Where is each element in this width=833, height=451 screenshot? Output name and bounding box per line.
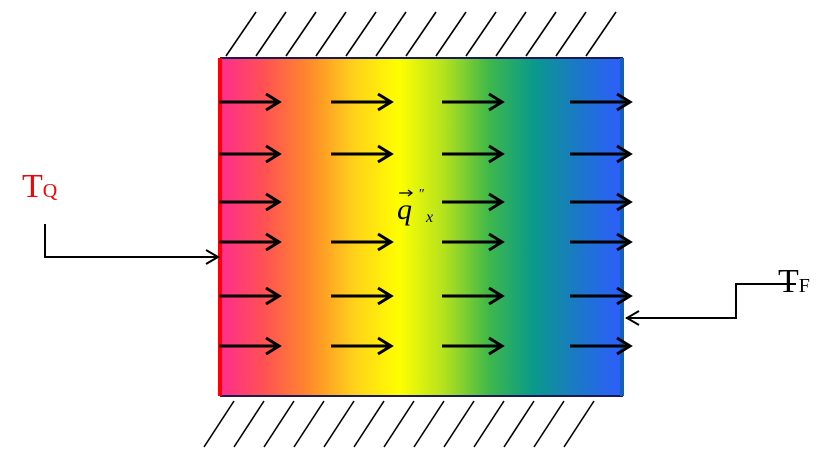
flux-prime: " (418, 187, 424, 202)
flux-arrow-head (377, 286, 394, 306)
vector-arrowhead-icon (407, 189, 414, 197)
flux-arrow-icon (331, 92, 394, 112)
flux-arrow-icon (442, 286, 505, 306)
flux-arrow-icon (442, 232, 505, 252)
flux-arrow-icon (570, 92, 633, 112)
hot-temperature-symbol: T (22, 168, 43, 205)
flux-arrow-icon (219, 336, 282, 356)
flux-arrow-head (488, 192, 505, 212)
flux-arrow-icon (331, 286, 394, 306)
hatch-line (255, 11, 287, 57)
flux-arrow-icon (570, 336, 633, 356)
hatch-line (293, 400, 325, 448)
flux-arrow-icon (442, 144, 505, 164)
flux-arrow-head (616, 92, 633, 112)
heat-flux-label: q " x (397, 187, 433, 226)
conducting-slab (220, 58, 623, 396)
flux-arrow-icon (570, 192, 633, 212)
hatch-line (405, 11, 437, 57)
flux-arrow-icon (219, 92, 282, 112)
hatch-line (413, 400, 445, 448)
hatch-line (495, 11, 527, 57)
top-fixed-support (225, 11, 617, 57)
hatch-line (585, 11, 617, 57)
hatch-line (285, 11, 317, 57)
hot-temperature-subscript: Q (43, 180, 58, 202)
cold-side-leader (626, 283, 796, 319)
flux-arrow-icon (442, 192, 505, 212)
flux-arrow-icon (442, 92, 505, 112)
hatch-line (323, 400, 355, 448)
bottom-fixed-support (203, 400, 595, 448)
hatch-line (375, 11, 407, 57)
hatch-line (353, 400, 385, 448)
flux-arrow-head (616, 286, 633, 306)
hot-temperature-label: TQ (22, 168, 58, 205)
flux-arrow-head (377, 232, 394, 252)
hatch-line (233, 400, 265, 448)
hatch-line (435, 11, 467, 57)
cold-temperature-subscript: F (799, 275, 810, 297)
hatch-line (473, 400, 505, 448)
flux-arrow-head (488, 92, 505, 112)
hatch-line (203, 400, 235, 448)
flux-arrow-head (488, 232, 505, 252)
cold-temperature-label: TF (778, 263, 810, 300)
flux-arrow-head (265, 336, 282, 356)
flux-arrow-icon (331, 336, 394, 356)
heat-flux-arrows (219, 92, 633, 356)
flux-arrow-icon (219, 192, 282, 212)
flux-arrow-icon (219, 144, 282, 164)
hot-side-arrowhead-icon (205, 249, 220, 265)
hatch-line (525, 11, 557, 57)
hatch-line (533, 400, 565, 448)
flux-arrow-icon (570, 286, 633, 306)
flux-arrow-head (488, 336, 505, 356)
flux-arrow-head (616, 144, 633, 164)
flux-arrow-icon (331, 144, 394, 164)
flux-arrow-head (377, 336, 394, 356)
flux-arrow-head (488, 286, 505, 306)
hot-side-leader (44, 224, 218, 258)
hatch-line (345, 11, 377, 57)
flux-arrow-head (616, 232, 633, 252)
flux-arrow-icon (219, 232, 282, 252)
flux-symbol: q (397, 193, 412, 226)
flux-arrow-icon (442, 336, 505, 356)
hatch-line (443, 400, 475, 448)
flux-arrow-head (616, 336, 633, 356)
flux-arrow-head (265, 286, 282, 306)
flux-arrow-head (488, 144, 505, 164)
flux-arrow-head (265, 232, 282, 252)
flux-arrow-icon (331, 232, 394, 252)
flux-arrow-head (265, 192, 282, 212)
flux-arrow-icon (570, 232, 633, 252)
flux-arrow-head (265, 92, 282, 112)
flux-arrow-icon (219, 286, 282, 306)
hatch-line (315, 11, 347, 57)
flux-arrow-icon (570, 144, 633, 164)
hatch-line (263, 400, 295, 448)
hatch-line (225, 11, 257, 57)
flux-arrow-head (377, 92, 394, 112)
flux-arrow-head (265, 144, 282, 164)
hatch-line (555, 11, 587, 57)
hatch-line (563, 400, 595, 448)
hatch-line (503, 400, 535, 448)
flux-subscript: x (425, 209, 433, 226)
flux-arrow-head (616, 192, 633, 212)
hatch-line (383, 400, 415, 448)
hatch-line (465, 11, 497, 57)
cold-side-arrowhead-icon (625, 310, 640, 326)
cold-temperature-symbol: T (778, 263, 799, 300)
flux-arrow-head (377, 144, 394, 164)
